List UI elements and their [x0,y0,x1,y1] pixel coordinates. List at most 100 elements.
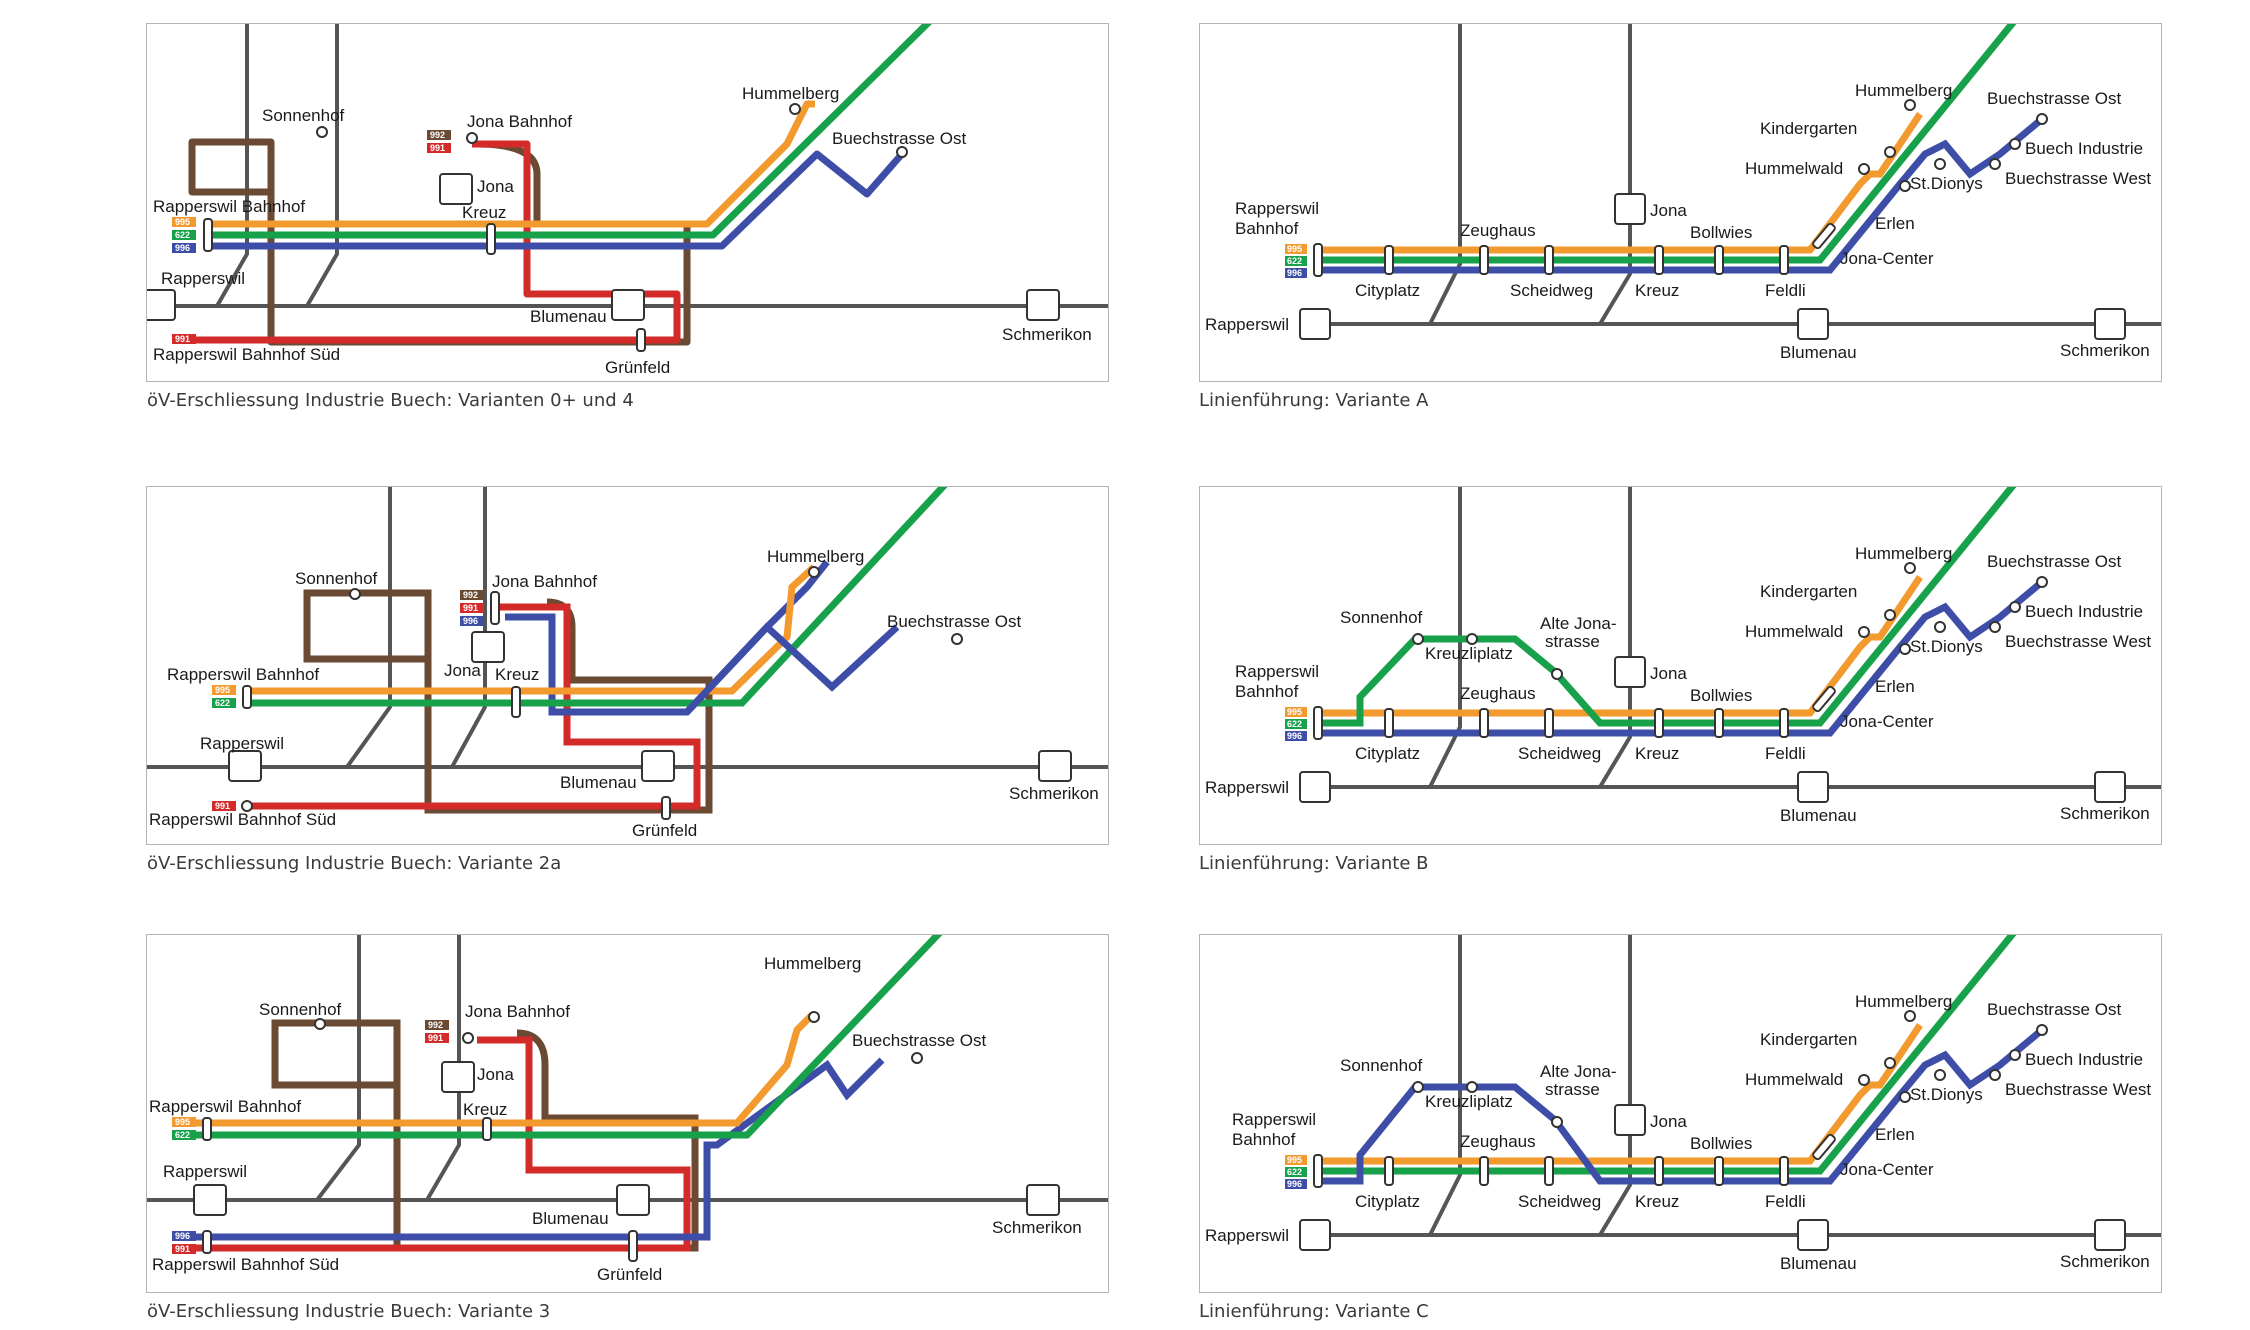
label-rapperswil-bahnhof-1: Rapperswil [1235,199,1319,218]
label-sonnenhof: Sonnenhof [262,106,345,125]
stop-feldli [1779,245,1789,275]
caption-variante-b: Linienführung: Variante B [1199,853,1429,874]
badge-991 [172,334,196,344]
label-buechstrasse-ost: Buechstrasse Ost [852,1031,986,1050]
line-995 [207,100,815,228]
label-buechstrasse-ost: Buechstrasse Ost [832,129,966,148]
label-jona: Jona [477,177,514,196]
badge-991-text: 991 [175,334,190,344]
badge-996-text: 996 [1287,731,1302,741]
stop-feldli [1779,708,1789,738]
bus-lines [177,24,932,346]
panel-variante-c: 995 622 996 Hummelberg Buechstrasse Ost … [1199,934,2162,1293]
stop-kreuz [1654,1156,1664,1186]
badge-991-jona [460,603,484,613]
label-st-dionys: St.Dionys [1910,1085,1983,1104]
badge-622-text: 622 [175,230,190,240]
label-buech-industrie: Buech Industrie [2025,1050,2143,1069]
station-jona [471,631,505,663]
stop-buechstrasse-ost [951,633,963,645]
badge-996-text: 996 [175,243,190,253]
stop-buechstrasse-west [1989,158,2001,170]
label-schmerikon: Schmerikon [1002,325,1092,344]
network-diagram-variante-3: 995 622 996 991 992 991 Sonnenhof Jona B… [147,935,1108,1284]
label-scheidweg: Scheidweg [1510,281,1593,300]
label-hummelberg: Hummelberg [742,84,839,103]
labels: Sonnenhof Jona Bahnhof Hummelberg Buechs… [149,954,1082,1284]
station-schmerikon [2094,1219,2126,1251]
label-alte-jonastrasse-1: Alte Jona- [1540,1062,1617,1081]
badge-996 [172,243,196,253]
stop-st-dionys [1934,621,1946,633]
label-st-dionys: St.Dionys [1910,637,1983,656]
label-rapperswil: Rapperswil [163,1162,247,1181]
label-buechstrasse-ost: Buechstrasse Ost [1987,1000,2121,1019]
stop-jona-bahnhof [490,591,500,625]
label-feldli: Feldli [1765,281,1806,300]
rail-lines [147,24,1108,308]
network-diagram-variante-0-4: 995 622 996 991 992 991 Sonnenhof Jona B… [147,24,1108,377]
stop-hummelwald [1858,626,1870,638]
label-jona: Jona [1650,1112,1687,1131]
line-992-sonnenhof-loop [303,589,432,663]
label-zeughaus: Zeughaus [1460,221,1536,240]
label-rapperswil-bahnhof-sued: Rapperswil Bahnhof Süd [152,1255,339,1274]
badge-622-text: 622 [1287,719,1302,729]
badge-996 [1285,268,1307,278]
stop-rapperswil-bahnhof [1313,243,1323,277]
badge-622-text: 622 [175,1130,190,1140]
stop-kreuz [1654,245,1664,275]
badge-996-text: 996 [175,1231,190,1241]
label-zeughaus: Zeughaus [1460,684,1536,703]
station-jona [439,173,473,205]
label-bollwies: Bollwies [1690,1134,1752,1153]
label-hummelberg: Hummelberg [1855,81,1952,100]
label-jona-center: Jona-Center [1840,712,1934,731]
label-schmerikon: Schmerikon [1009,784,1099,803]
label-rapperswil-bahnhof-1: Rapperswil [1232,1110,1316,1129]
label-rapperswil: Rapperswil [1205,1226,1289,1245]
label-gruenfeld: Grünfeld [632,821,697,840]
badge-622 [1285,256,1307,266]
stop-rapperswil-bahnhof [1313,706,1323,740]
stop-hummelwald [1858,1074,1870,1086]
station-schmerikon [1026,1184,1060,1216]
station-schmerikon [1026,289,1060,321]
stop-jona-center [1812,685,1836,713]
label-kreuzliplatz: Kreuzliplatz [1425,1092,1513,1111]
station-schmerikon [2094,308,2126,340]
label-kreuz: Kreuz [463,1100,507,1119]
stop-alte-jonastrasse [1551,1116,1563,1128]
label-rapperswil: Rapperswil [200,734,284,753]
line-622 [247,487,948,707]
badge-996-text: 996 [1287,268,1302,278]
line-622 [187,935,943,1139]
line-991 [177,140,681,344]
line-995 [247,564,817,695]
stop-gruenfeld [636,328,646,352]
labels: Hummelberg Buechstrasse Ost Kindergarten… [1205,544,2151,825]
station-jona [1614,656,1646,688]
stop-kreuzliplatz [1466,1081,1478,1093]
badge-996-jona [460,616,484,626]
badge-991-jona-text: 991 [430,143,445,153]
stop-bollwies [1714,245,1724,275]
rail-lines [1300,487,2161,789]
station-blumenau [641,750,675,782]
rail-vertical-2 [1598,24,1632,326]
caption-variante-0-4: öV-Erschliessung Industrie Buech: Varian… [147,390,634,411]
line-992-sonnenhof-loop [188,138,275,196]
stop-buechstrasse-ost [911,1052,923,1064]
badge-991-text: 991 [215,801,230,811]
line-622 [1318,935,2017,1175]
network-diagram-variante-2a: 995 622 991 992 991 996 Sonnenhof Jona B… [147,487,1108,840]
bus-lines [1318,935,2045,1185]
stop-erlen [1899,1091,1911,1103]
stop-alte-jonastrasse [1551,668,1563,680]
label-alte-jonastrasse-1: Alte Jona- [1540,614,1617,633]
network-diagram-variante-c: 995 622 996 Hummelberg Buechstrasse Ost … [1205,935,2161,1273]
station-schmerikon [1038,750,1072,782]
label-jona: Jona [1650,664,1687,683]
line-996 [1318,579,2045,737]
badge-992-text: 992 [428,1020,443,1030]
